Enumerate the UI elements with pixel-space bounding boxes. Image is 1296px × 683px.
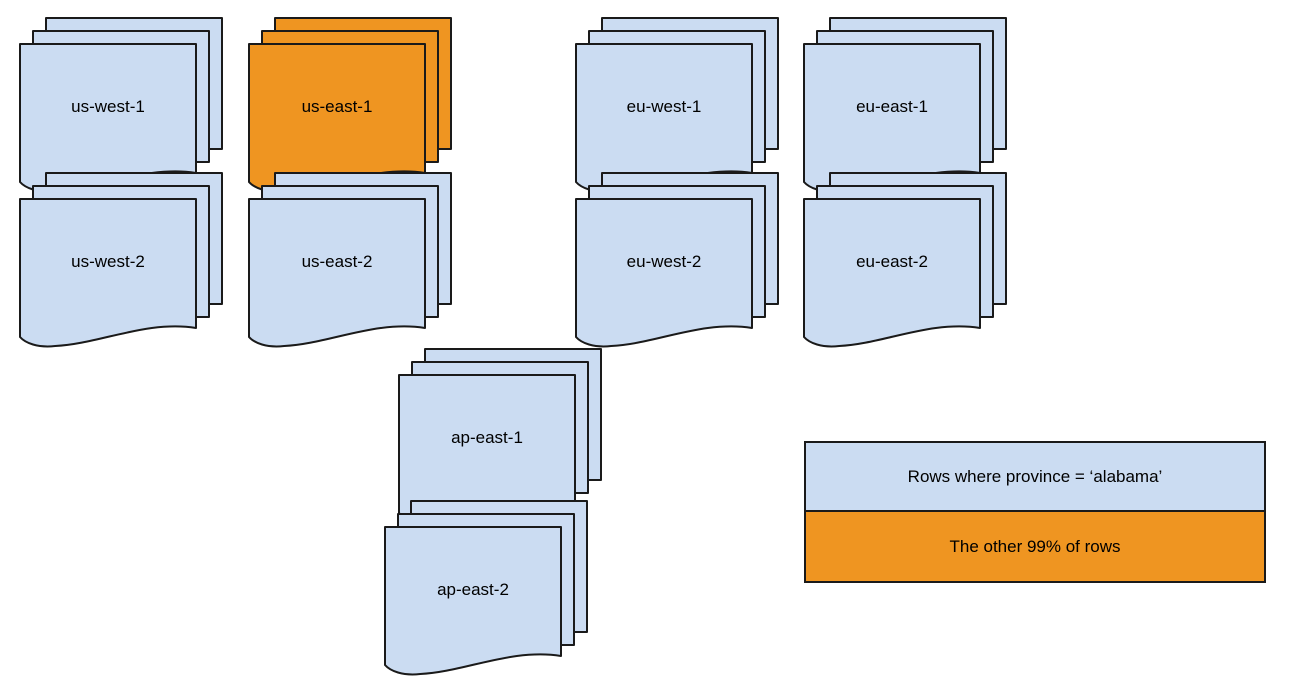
document-stack-ap-east-1[interactable]: ap-east-1 xyxy=(398,348,604,531)
legend-label: The other 99% of rows xyxy=(949,536,1121,556)
document-stack-shape: eu-west-2 xyxy=(575,172,779,348)
document-stack-label: us-east-2 xyxy=(302,252,373,271)
document-sheet-front xyxy=(19,198,197,348)
document-stack-eu-east-1[interactable]: eu-east-1 xyxy=(803,17,1009,200)
document-stack-us-east-2[interactable]: us-east-2 xyxy=(248,172,454,355)
document-sheet-front xyxy=(803,198,981,348)
document-stack-shape: us-east-2 xyxy=(248,172,452,348)
document-stack-label: eu-west-1 xyxy=(627,97,702,116)
document-stack-ap-east-2[interactable]: ap-east-2 xyxy=(384,500,590,683)
document-sheet-front xyxy=(19,43,197,193)
document-stack-shape: us-east-1 xyxy=(248,17,452,193)
document-sheet-front xyxy=(248,43,426,193)
legend-row-orange: The other 99% of rows xyxy=(806,512,1264,581)
document-stack-shape: eu-east-1 xyxy=(803,17,1007,193)
legend-row-blue: Rows where province = ‘alabama’ xyxy=(806,443,1264,512)
document-sheet-front xyxy=(384,526,562,676)
document-stack-shape: ap-east-2 xyxy=(384,500,588,676)
document-stack-eu-west-1[interactable]: eu-west-1 xyxy=(575,17,781,200)
document-stack-label: ap-east-1 xyxy=(451,428,523,447)
document-sheet-front xyxy=(248,198,426,348)
document-stack-us-east-1[interactable]: us-east-1 xyxy=(248,17,454,200)
document-stack-eu-east-2[interactable]: eu-east-2 xyxy=(803,172,1009,355)
document-sheet-front xyxy=(575,198,753,348)
document-stack-shape: eu-west-1 xyxy=(575,17,779,193)
document-stack-label: us-west-1 xyxy=(71,97,145,116)
document-stack-label: eu-west-2 xyxy=(627,252,702,271)
document-stack-shape: ap-east-1 xyxy=(398,348,602,524)
document-stack-us-west-2[interactable]: us-west-2 xyxy=(19,172,225,355)
document-stack-shape: eu-east-2 xyxy=(803,172,1007,348)
document-stack-eu-west-2[interactable]: eu-west-2 xyxy=(575,172,781,355)
legend: Rows where province = ‘alabama’ The other… xyxy=(804,441,1266,583)
document-stack-label: eu-east-1 xyxy=(856,97,928,116)
document-sheet-front xyxy=(575,43,753,193)
document-stack-label: us-east-1 xyxy=(302,97,373,116)
document-sheet-front xyxy=(803,43,981,193)
legend-label: Rows where province = ‘alabama’ xyxy=(907,466,1163,486)
document-stack-shape: us-west-1 xyxy=(19,17,223,193)
document-stack-shape: us-west-2 xyxy=(19,172,223,348)
document-stack-label: eu-east-2 xyxy=(856,252,928,271)
document-stack-label: us-west-2 xyxy=(71,252,145,271)
document-stack-label: ap-east-2 xyxy=(437,580,509,599)
document-stack-us-west-1[interactable]: us-west-1 xyxy=(19,17,225,200)
